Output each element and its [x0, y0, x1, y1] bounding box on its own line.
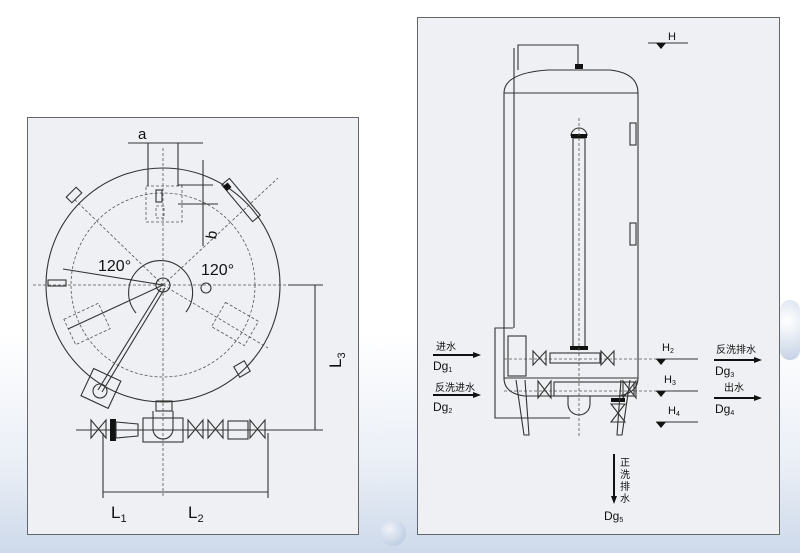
backwash-drain-label: 反洗排水: [716, 343, 756, 356]
H2-label: H2: [662, 342, 674, 355]
outlet-label: 出水: [724, 381, 744, 394]
dim-a-label: a: [138, 126, 147, 143]
elevation-view-drawing: H H2 H3 H4 进水 Dg1 反洗进水 Dg2 反洗排水 Dg3 出水 D…: [433, 31, 762, 524]
forward-drain-dg-label: Dg5: [604, 509, 623, 524]
backwash-inlet-label: 反洗进水: [435, 382, 475, 394]
angle-left-label: 120°: [98, 258, 131, 275]
outlet-dg-label: Dg4: [715, 402, 734, 417]
water-drop-decoration: [780, 300, 800, 360]
H4-label: H4: [668, 405, 680, 418]
forward-drain-char-2: 洗: [620, 469, 630, 481]
plan-view-drawing: a b 120° 120° L1 L2 L3: [33, 126, 348, 525]
inlet-dg-label: Dg1: [433, 359, 452, 374]
elevation-view-panel: H H2 H3 H4 进水 Dg1 反洗进水 Dg2 反洗排水 Dg3 出水 D…: [417, 17, 780, 535]
backwash-drain-dg-label: Dg3: [715, 364, 734, 379]
plan-view-panel: a b 120° 120° L1 L2 L3: [27, 117, 359, 535]
H-label: H: [668, 31, 676, 43]
dim-L1-label: L1: [111, 503, 127, 525]
angle-arc: [128, 260, 194, 314]
inlet-label: 进水: [436, 341, 456, 353]
water-drop-decoration: [380, 520, 406, 546]
backwash-inlet-dg-label: Dg2: [433, 400, 452, 415]
H3-label: H3: [664, 374, 676, 387]
dim-b-label: b: [203, 229, 221, 240]
angle-right-label: 120°: [201, 262, 234, 279]
forward-drain-char-4: 水: [620, 493, 630, 505]
dim-L3-label: L3: [326, 352, 348, 368]
forward-drain-char-1: 正: [620, 458, 630, 469]
dim-L2-label: L2: [188, 503, 204, 525]
forward-drain-char-3: 排: [620, 480, 630, 493]
gauge-icon: [200, 282, 212, 294]
